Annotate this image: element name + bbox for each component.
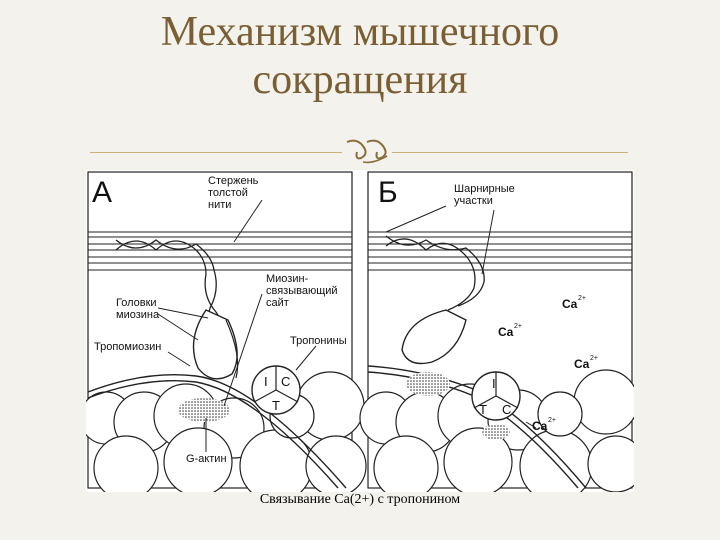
label-ca-2: Ca [498, 325, 514, 339]
panel-a-actin-beads [86, 372, 366, 492]
panel-b-troponin-t: T [479, 402, 487, 417]
figure-drawing: I C T А Стержень толстой нити Головки ми… [86, 170, 634, 492]
panel-a-myosin-head [194, 310, 238, 379]
title-rule-right [392, 152, 628, 153]
scroll-ornament-icon [343, 136, 391, 166]
figure-caption: Связывание Ca(2+) с тропонином [86, 492, 634, 508]
label-troponins: Тропонины [290, 335, 347, 347]
panel-b-thick-filament [368, 232, 632, 270]
panel-a-binding-site [178, 398, 230, 422]
label-hinge-2: участки [454, 195, 493, 207]
label-ca-4: Ca [532, 419, 548, 433]
label-heads-2: миозина [116, 309, 160, 321]
panel-a-thick-filament [88, 232, 352, 270]
label-rod-2: толстой [208, 187, 248, 199]
label-ca-2-sup: 2+ [514, 323, 522, 330]
panel-b-troponin-complex: I T C [472, 372, 520, 420]
panel-a: I C T А Стержень толстой нити Головки ми… [86, 172, 366, 492]
label-site-1: Миозин- [266, 273, 309, 285]
label-ca-3: Ca [574, 357, 590, 371]
panel-b-troponin-i: I [492, 376, 496, 391]
label-ca-1-sup: 2+ [578, 295, 586, 302]
panel-b-binding-site [406, 372, 450, 396]
label-ca-1: Ca [562, 297, 578, 311]
panel-b-myosin-head [402, 310, 466, 364]
label-actin: G-актин [186, 453, 227, 465]
panel-b-troponin-c: C [502, 402, 511, 417]
panel-a-troponin-i: I [264, 374, 268, 389]
label-heads-1: Головки [116, 297, 157, 309]
panel-a-letter: А [92, 176, 112, 209]
panel-a-troponin-complex: I C T [252, 366, 300, 414]
label-hinge-1: Шарнирные [454, 183, 515, 195]
panel-b-letter: Б [378, 176, 398, 209]
panel-a-troponin-c: C [281, 374, 290, 389]
slide-title-line-2: сокращения [60, 56, 660, 104]
panel-a-troponin-t: T [272, 398, 280, 413]
panel-b-myosin-tail [386, 236, 484, 310]
label-rod-3: нити [208, 199, 231, 211]
muscle-contraction-figure: I C T А Стержень толстой нити Головки ми… [86, 170, 634, 492]
label-ca-4-sup: 2+ [548, 417, 556, 424]
slide-title-line-1: Механизм мышечного [60, 8, 660, 56]
label-tropomyosin: Тропомиозин [94, 341, 161, 353]
panel-b: I T C Б Шарнирные участки Ca 2+ Ca 2+ Ca… [360, 172, 634, 492]
title-rule-left [90, 152, 342, 153]
slide-title: Механизм мышечного сокращения [60, 8, 660, 104]
label-site-2: связывающий [266, 285, 338, 297]
label-site-3: сайт [266, 297, 289, 309]
label-rod-1: Стержень [208, 175, 259, 187]
label-ca-3-sup: 2+ [590, 355, 598, 362]
